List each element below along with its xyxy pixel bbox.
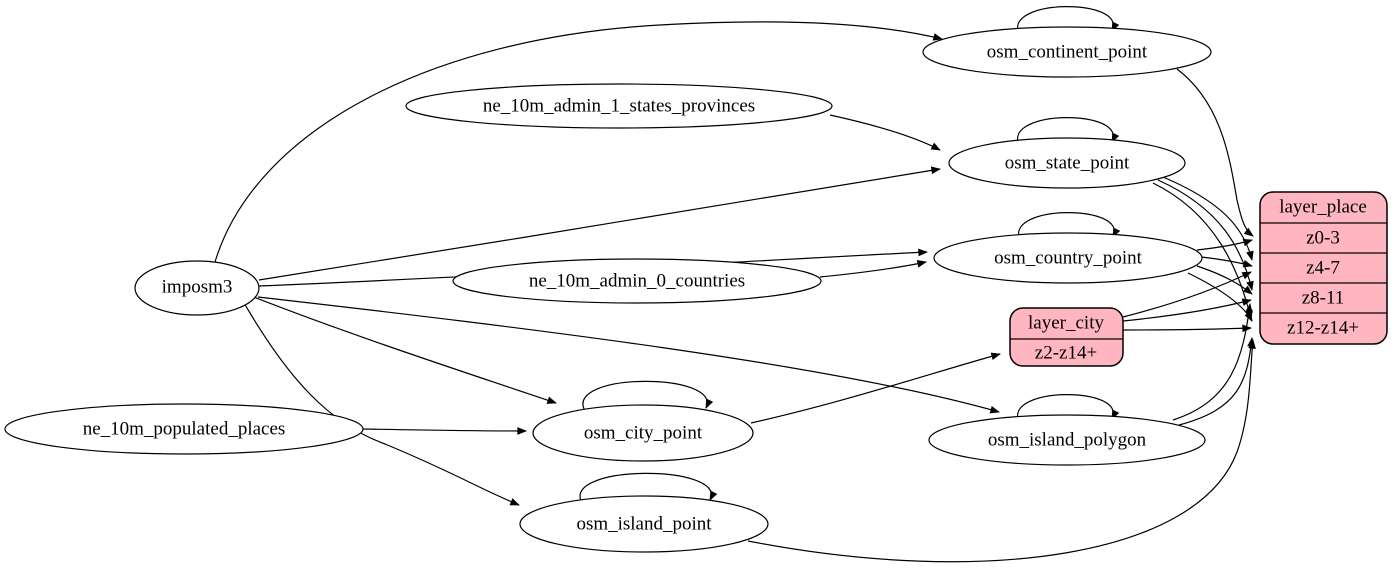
edge-osm_island_polygon-layer_place-z12 bbox=[1178, 337, 1255, 426]
node-osm_country_point-label: osm_country_point bbox=[994, 247, 1142, 269]
edge-osm_island_point-layer_place-z12 bbox=[747, 339, 1256, 563]
node-ne_10m_admin_0_countries-shape bbox=[452, 258, 822, 304]
node-imposm3-label: imposm3 bbox=[161, 276, 233, 298]
node-osm_continent_point-label: osm_continent_point bbox=[986, 41, 1148, 63]
node-osm_state_point-shape bbox=[948, 137, 1186, 189]
self-loop-osm_island_point bbox=[579, 472, 718, 504]
edge-layer_city-layer_place-z12 bbox=[1122, 324, 1252, 333]
node-ne_10m_populated_places-label: ne_10m_populated_places bbox=[82, 418, 286, 440]
node-osm_city_point-shape bbox=[532, 404, 754, 462]
node-osm_island_polygon-label: osm_island_polygon bbox=[987, 429, 1147, 451]
edge-ne_10m_admin_1_states_provinces-osm_state_point bbox=[829, 114, 941, 151]
node-imposm3-shape bbox=[134, 260, 260, 316]
node-osm_island_point-label: osm_island_point bbox=[576, 513, 712, 535]
node-osm_state_point-label: osm_state_point bbox=[1004, 152, 1130, 174]
self-loop-osm_continent_point bbox=[1017, 6, 1120, 35]
self-loop-osm_country_point bbox=[1018, 212, 1121, 241]
node-ne_10m_admin_1_states_provinces-label: ne_10m_admin_1_states_provinces bbox=[482, 95, 756, 117]
edge-layer_city-layer_place-z8 bbox=[1122, 298, 1252, 322]
edge-osm_country_point-layer_place-z4 bbox=[1200, 256, 1253, 268]
node-osm_island_point-shape bbox=[519, 495, 769, 553]
self-loop-osm_island_polygon bbox=[1017, 394, 1120, 423]
layer_place-row-z0: z0-3 bbox=[1306, 227, 1340, 249]
layer_city-row-z2: z2-z14+ bbox=[1034, 342, 1098, 364]
node-osm_country_point-shape bbox=[933, 232, 1203, 284]
edge-imposm3-osm_island_polygon bbox=[257, 296, 1000, 414]
edge-osm_city_point-layer_city-z2 bbox=[750, 352, 1001, 424]
edge-imposm3-osm_continent_point bbox=[214, 21, 943, 263]
node-ne_10m_populated_places-shape bbox=[4, 403, 364, 455]
node-osm_city_point-label: osm_city_point bbox=[583, 422, 703, 444]
edge-osm_country_point-layer_place-z8 bbox=[1196, 265, 1253, 295]
record-node-layer_city bbox=[1009, 307, 1124, 367]
node-layer_place-shape bbox=[1259, 191, 1388, 345]
edge-osm_state_point-layer_place-z4 bbox=[1162, 176, 1254, 261]
node-layer_city-shape bbox=[1009, 307, 1124, 367]
node-ne_10m_admin_1_states_provinces-shape bbox=[405, 83, 833, 129]
node-osm_continent_point-shape bbox=[922, 26, 1212, 78]
edge-osm_country_point-layer_place-z0 bbox=[1196, 238, 1253, 251]
edge-ne_10m_admin_0_countries-osm_country_point bbox=[819, 260, 927, 278]
node-layer_city-title: layer_city bbox=[1028, 312, 1104, 334]
edge-imposm3-osm_state_point bbox=[258, 166, 941, 281]
edge-osm_country_point-layer_place-z12 bbox=[1187, 272, 1253, 322]
edge-layer_city-layer_place-z4 bbox=[1122, 271, 1252, 318]
layer_place-row-z4: z4-7 bbox=[1306, 257, 1340, 279]
edge-imposm3-osm_city_point bbox=[245, 293, 557, 404]
edge-imposm3-osm_island_point bbox=[239, 295, 520, 506]
edge-osm_island_polygon-layer_place-z8 bbox=[1172, 303, 1253, 421]
layer_place-row-z8: z8-11 bbox=[1301, 287, 1345, 309]
node-osm_island_polygon-shape bbox=[928, 414, 1206, 466]
record-node-layer_place bbox=[1259, 191, 1388, 345]
self-loop-osm_state_point bbox=[1017, 117, 1120, 146]
edge-osm_continent_point-layer_place-z0 bbox=[1176, 68, 1254, 237]
node-layer_place-title: layer_place bbox=[1279, 196, 1367, 218]
node-ne_10m_admin_0_countries-label: ne_10m_admin_0_countries bbox=[528, 270, 746, 292]
layer_place-row-z12: z12-z14+ bbox=[1287, 317, 1359, 339]
edge-ne_10m_populated_places-osm_city_point bbox=[362, 427, 527, 435]
table-node-layer bbox=[4, 26, 1212, 553]
self-loop-osm_city_point bbox=[582, 380, 714, 412]
edge-layer bbox=[214, 6, 1256, 563]
